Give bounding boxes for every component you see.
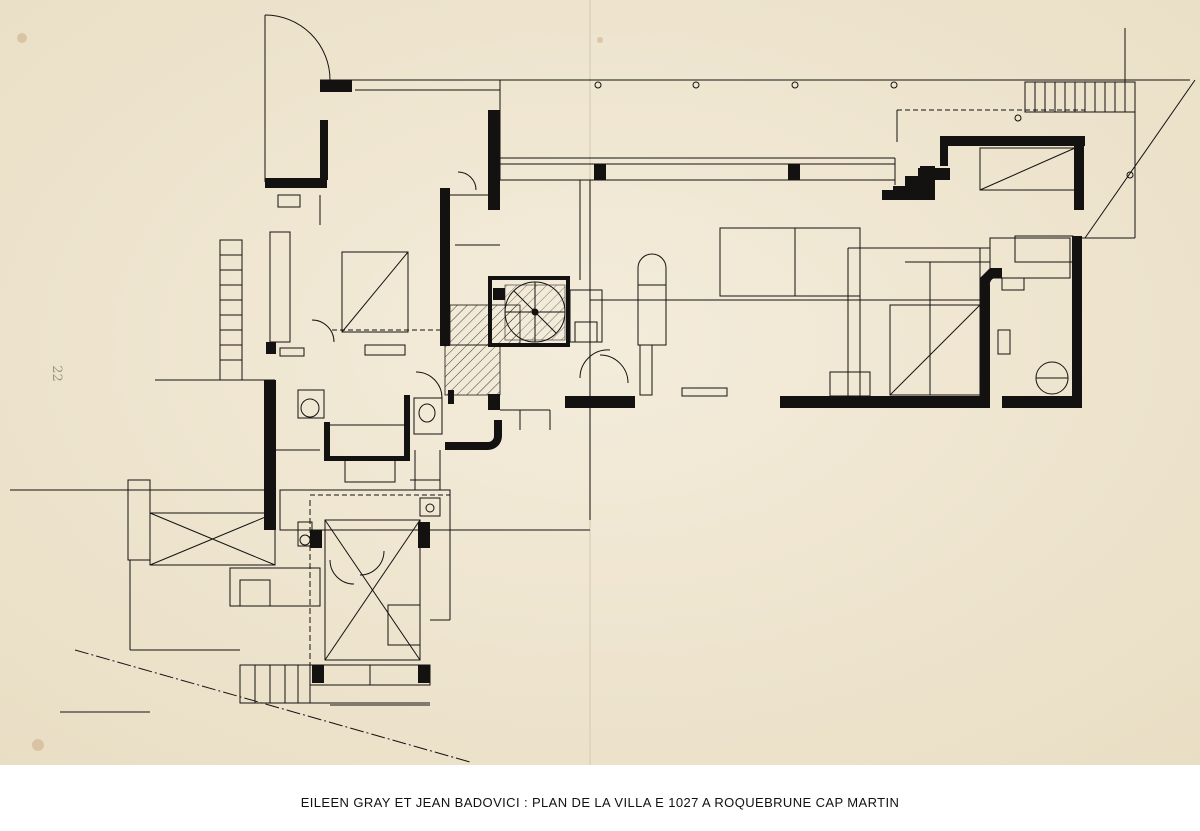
column-markers [594, 81, 1134, 179]
floor-plan-drawing [0, 0, 1200, 765]
paper-stains [17, 33, 603, 751]
plan-thin-lines [10, 14, 1196, 763]
pencil-annotation: 22 [48, 365, 64, 382]
spiral-stair [504, 281, 566, 343]
paper-sheet [0, 0, 1200, 765]
drawing-caption: EILEEN GRAY ET JEAN BADOVICI : PLAN DE L… [300, 795, 900, 810]
plan-walls [264, 80, 1085, 683]
